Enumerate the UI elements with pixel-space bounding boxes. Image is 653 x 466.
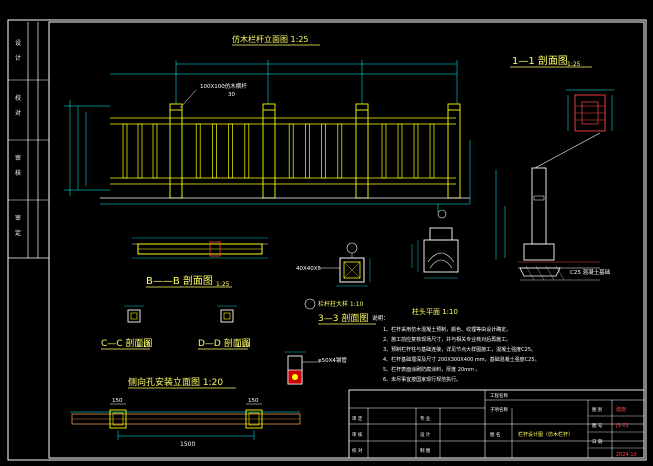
baluster — [413, 123, 419, 179]
baluster — [212, 123, 217, 179]
bb-section — [132, 237, 268, 259]
tb-right-label: 图 号 — [592, 423, 603, 429]
bolt-spec-label: 40X40X5 — [296, 266, 322, 272]
note-item: 6、未尽事宜按国家现行规范执行。 — [383, 376, 461, 383]
baluster — [429, 123, 435, 179]
outer-frame — [7, 19, 647, 461]
note-item: 4、栏杆基础埋深及尺寸 200X300X400 mm，基础混凝土强度C25。 — [383, 356, 539, 363]
tb-right-value: JS-01 — [615, 423, 629, 429]
dd-scale: 1:10 — [236, 342, 250, 349]
pipe-spec-label: φ50X4钢管 — [318, 356, 347, 364]
pipe-detail: φ50X4钢管 — [284, 351, 347, 385]
bb-scale: 1:25 — [216, 281, 230, 288]
grade-spec-label: C25 混凝土基础 — [570, 268, 611, 276]
drain-elevation: 150 150 1500 — [70, 398, 301, 448]
strip-label: 审 — [15, 214, 21, 222]
section-1-1-detail — [566, 89, 614, 132]
cc-scale: 1:10 — [137, 342, 151, 349]
inner-frame — [48, 21, 645, 459]
main-elevation-title: 仿木栏杆立面图 1:25 — [232, 34, 309, 44]
baluster — [152, 123, 158, 179]
dim-150a: 150 — [112, 398, 123, 404]
tb-cell: 审 定 — [352, 415, 363, 422]
title-block: 工程名称 子项名称 审 定 专 业 审 核 设 计 图 名 栏杆设计图（仿木栏杆… — [348, 389, 645, 459]
notes: 说明： 1、栏杆采用仿木混凝土预制，颜色、纹理等由设计确定。 2、施工前应复核现… — [372, 314, 539, 383]
baluster — [244, 123, 250, 179]
dd-title: D—D 剖面图 — [198, 337, 251, 349]
tb-right-value: 建施 — [616, 406, 626, 413]
rail-dim-label: 30 — [228, 92, 235, 98]
bb-title: B——B 剖面图 — [146, 274, 213, 287]
note-item: 2、施工前应复核现场尺寸，并与相关专业核对后再施工。 — [383, 336, 511, 343]
rail-spec-label: 100X100仿木横杆 — [200, 82, 247, 90]
dim-150b: 150 — [248, 398, 259, 404]
baluster — [122, 123, 128, 179]
baluster — [381, 123, 387, 179]
strip-label: 对 — [15, 109, 21, 117]
strip-label: 核 — [15, 169, 21, 177]
tb-right-label: 图 别 — [592, 406, 603, 413]
section-1-1-scale: 1:25 — [567, 61, 581, 68]
note-item: 5、栏杆表面涂刷防腐涂料，厚度 20mm 。 — [383, 366, 480, 373]
cc-title: C—C 剖面图 — [101, 337, 152, 349]
tb-right-label: 日 期 — [592, 439, 603, 445]
post-base-detail — [411, 209, 459, 279]
left-strip: 设 计 校 对 审 核 审 定 — [8, 22, 49, 259]
baluster — [305, 123, 310, 179]
baluster — [195, 123, 201, 179]
tb-cell: 制 图 — [420, 447, 431, 454]
tb-cell: 专 业 — [420, 415, 431, 422]
drain-elevation-title: 侧向孔安装立面图 1:20 — [128, 376, 223, 388]
strip-label: 校 — [15, 94, 21, 102]
strip-label: 设 — [15, 39, 21, 47]
tb-cell: 审 核 — [352, 431, 363, 438]
drawing-name: 栏杆设计图（仿木栏杆） — [518, 431, 573, 438]
note-item: 3、预制栏杆柱与基础连接，详见节点大样图施工，混凝土强度C25。 — [383, 346, 536, 353]
project-label: 工程名称 — [490, 392, 508, 399]
dim-1500: 1500 — [180, 441, 195, 448]
baluster — [228, 123, 233, 179]
section-3-3-title: 3—3 剖面图 — [318, 312, 368, 324]
strip-label: 计 — [15, 54, 21, 62]
sub-label: 子项名称 — [490, 406, 508, 413]
notes-heading: 说明： — [372, 314, 389, 322]
baluster — [337, 123, 343, 179]
post-plan-title: 柱头平面 1:10 — [412, 307, 458, 316]
section-1-1-title: 1—1 剖面图 — [512, 54, 568, 67]
baluster — [397, 123, 403, 179]
note-item: 1、栏杆采用仿木混凝土预制，颜色、纹理等由设计确定。 — [383, 326, 511, 333]
strip-label: 审 — [15, 154, 21, 162]
section-3-3: 40X40X5 — [296, 242, 371, 287]
tb-right-value: 2024.10 — [616, 452, 637, 458]
tb-cell: 图 名 — [490, 431, 500, 438]
strip-label: 定 — [15, 229, 21, 237]
baluster — [137, 123, 143, 179]
baluster — [288, 123, 294, 179]
tb-cell: 校 对 — [352, 447, 363, 454]
baluster — [321, 123, 326, 179]
cc-dd-sections — [124, 305, 237, 323]
post-detail-title: 栏杆柱大样 1:10 — [318, 300, 364, 308]
main-elevation: 100X100仿木横杆 30 — [64, 60, 471, 212]
tb-cell: 设 计 — [420, 431, 431, 438]
side-profile: C25 混凝土基础 — [495, 132, 611, 281]
